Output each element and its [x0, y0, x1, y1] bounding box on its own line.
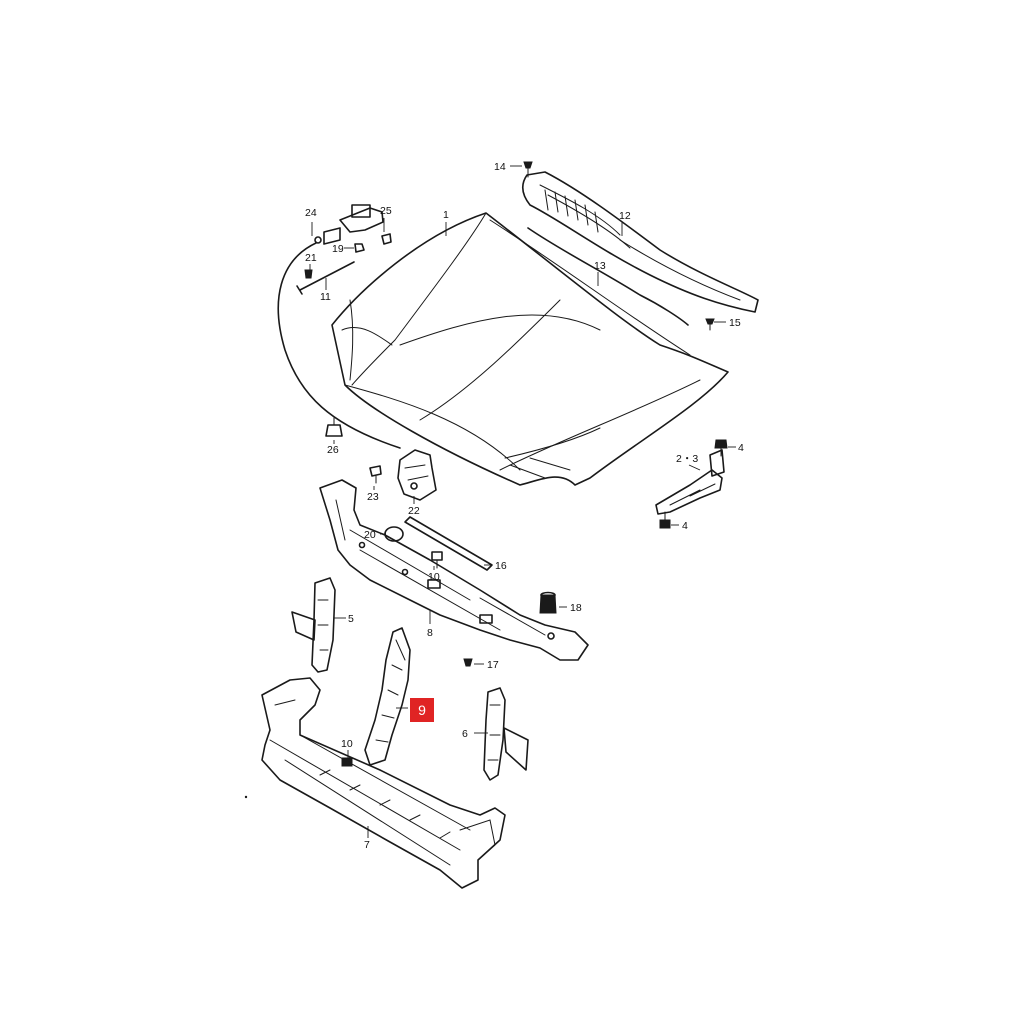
- leader-lines: [309, 165, 736, 838]
- callout-16: 16: [495, 560, 507, 572]
- hood-hinge[interactable]: [655, 449, 725, 515]
- bolt-23[interactable]: [369, 465, 382, 484]
- clip-15[interactable]: [705, 318, 715, 331]
- callout-22: 22: [408, 505, 420, 517]
- callout-20: 20: [364, 529, 376, 541]
- cowl-top-panel[interactable]: [521, 171, 759, 313]
- seal-strip-16[interactable]: [404, 516, 493, 571]
- callout-12: 12: [619, 210, 631, 222]
- callout-23: 23: [367, 491, 379, 503]
- callout-10-lower: 10: [341, 738, 353, 750]
- callout-24: 24: [305, 207, 317, 219]
- callout-5: 5: [348, 613, 354, 625]
- clip-21[interactable]: [304, 269, 313, 279]
- side-bracket-6[interactable]: [483, 687, 529, 781]
- hood-release-handle[interactable]: [314, 204, 384, 245]
- callout-1: 1: [443, 209, 449, 221]
- lower-radiator-support[interactable]: [261, 677, 506, 889]
- bolt-4-lower[interactable]: [659, 511, 671, 529]
- clip-17[interactable]: [463, 658, 473, 667]
- callout-4-lower: 4: [682, 520, 688, 532]
- callout-10-upper: 10: [428, 571, 440, 583]
- bolt-4-upper[interactable]: [714, 439, 728, 457]
- callout-6: 6: [462, 728, 468, 740]
- side-bracket-5[interactable]: [291, 577, 336, 673]
- callout-14: 14: [494, 161, 506, 173]
- callout-19: 19: [332, 243, 344, 255]
- highlight-box: [410, 698, 434, 722]
- highlighted-callout-9[interactable]: 9: [410, 698, 434, 722]
- highlight-label: 9: [418, 702, 426, 718]
- hood-panel[interactable]: [331, 212, 729, 486]
- bumper-20[interactable]: [384, 526, 404, 542]
- callout-26: 26: [327, 444, 339, 456]
- callout-11: 11: [320, 291, 331, 303]
- stopper-18[interactable]: [539, 591, 557, 614]
- callout-4-upper: 4: [738, 442, 744, 454]
- callout-15: 15: [729, 317, 741, 329]
- bolt-10-upper[interactable]: [431, 551, 443, 569]
- callout-13: 13: [594, 260, 606, 272]
- callout-21: 21: [305, 252, 317, 264]
- hood-lock[interactable]: [397, 449, 437, 501]
- callout-17: 17: [487, 659, 499, 671]
- upper-radiator-support[interactable]: [319, 479, 589, 661]
- grommet-26[interactable]: [325, 417, 343, 437]
- stray-mark: [244, 795, 248, 799]
- callout-labels: 1 2・3 4 4 5 6 7 8 10 10 11 12 13 14 15 1…: [305, 161, 744, 851]
- prop-rod-11[interactable]: [296, 261, 355, 295]
- callout-8: 8: [427, 627, 433, 639]
- callout-25: 25: [380, 205, 392, 217]
- side-member-9[interactable]: [364, 627, 411, 766]
- cable-clip-19[interactable]: [354, 243, 365, 253]
- clip-14[interactable]: [523, 161, 533, 178]
- hood-release-cable[interactable]: [277, 242, 401, 449]
- callout-7: 7: [364, 839, 370, 851]
- callout-18: 18: [570, 602, 582, 614]
- clip-25[interactable]: [381, 233, 392, 245]
- callout-2-3: 2・3: [676, 453, 698, 465]
- hood-weatherstrip[interactable]: [527, 227, 689, 326]
